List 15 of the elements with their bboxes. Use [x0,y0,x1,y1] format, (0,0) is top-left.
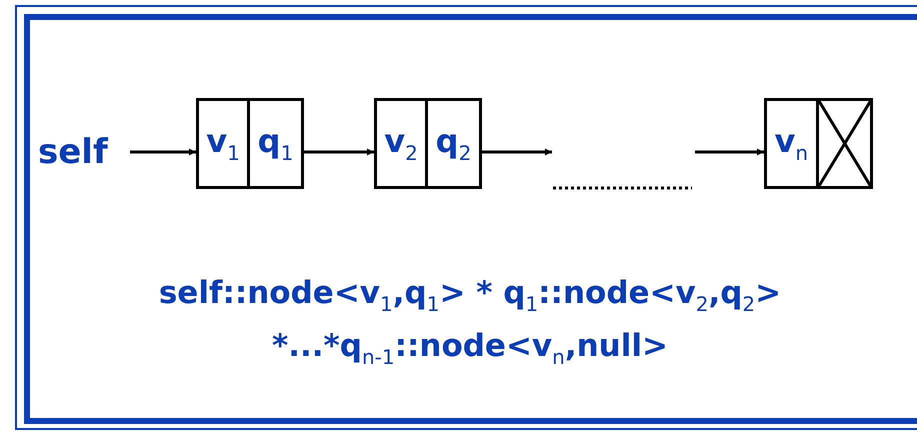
cell-text: q$_{2}$ [434,121,472,167]
list-node-box [374,98,482,189]
formula-text: self::node<v$_{1}$,q$_{1}$> * q$_{1}$::node<v$_{2}$,q$_{2}$> [158,275,782,311]
arrow [482,148,552,156]
arrow [304,148,374,156]
cell-text: q$_{1}$ [256,121,294,167]
list-node-box [764,98,873,189]
formula-text: *...*q$_{n-1}$::node<v$_{n}$,null> [272,328,668,364]
cell-text: v$_{n}$ [767,101,818,186]
arrow [695,148,764,156]
list-node-box [196,98,304,189]
arrow [130,148,196,156]
cell-text: v$_{2}$ [377,101,428,186]
cell-text: v$_{1}$ [199,101,250,186]
pointer-label: self [38,128,108,176]
